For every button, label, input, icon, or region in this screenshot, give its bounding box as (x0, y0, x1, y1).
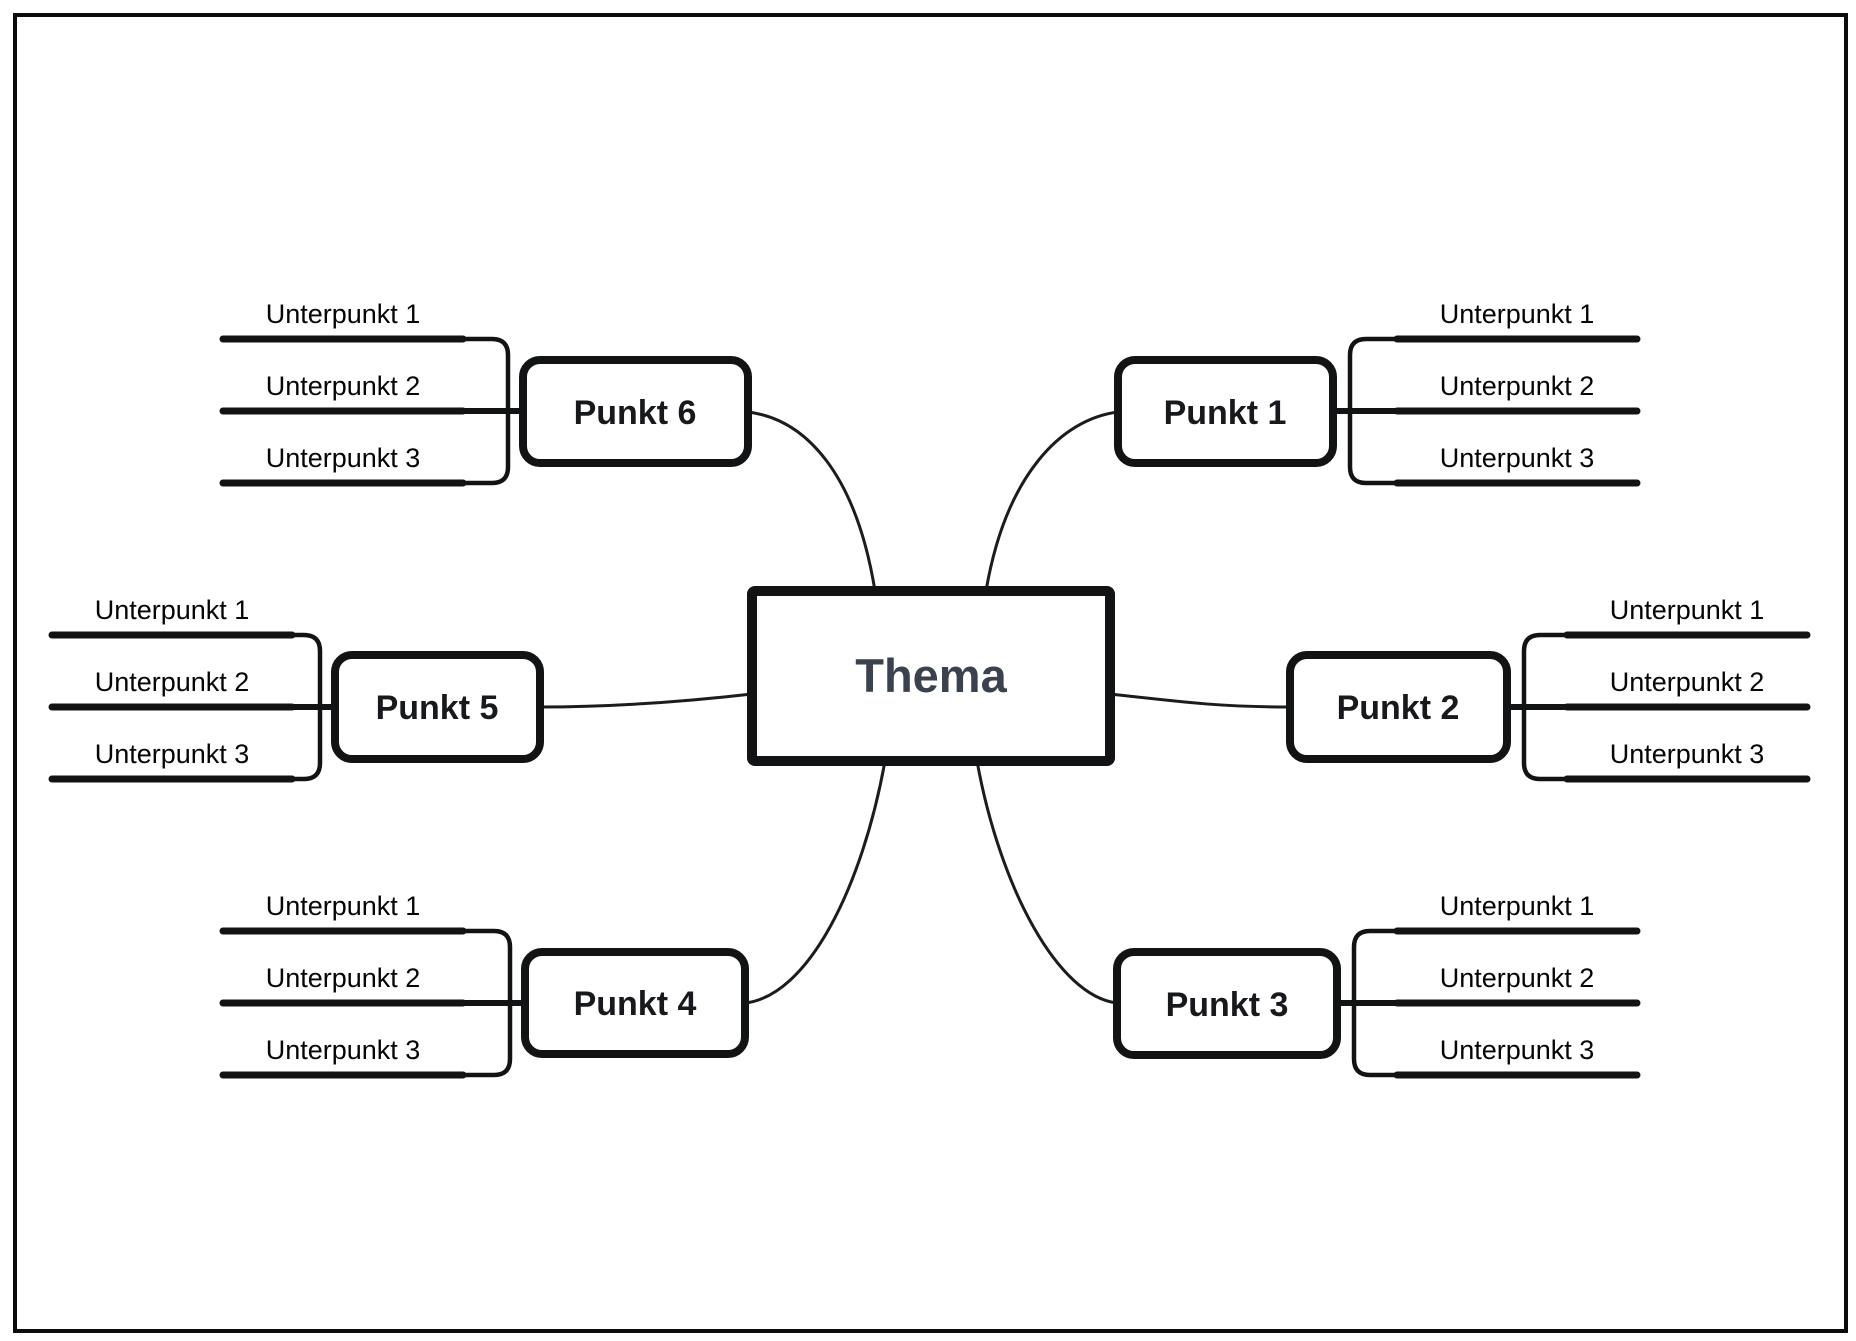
node-box-punkt-2[interactable] (1286, 651, 1511, 763)
central-topic-label: Thema (855, 649, 1007, 702)
subpoint-label[interactable]: Unterpunkt 3 (95, 739, 250, 769)
central-topic-box[interactable] (747, 586, 1115, 766)
node-label-punkt-3: Punkt 3 (1166, 986, 1289, 1024)
subpoint-label[interactable]: Unterpunkt 1 (1610, 595, 1765, 625)
connector-curve-punkt-2 (1109, 692, 1291, 709)
branch-punkt-1: Unterpunkt 1 Unterpunkt 2 Unterpunkt 3 P… (1114, 299, 1641, 487)
connector-curve-punkt-3 (975, 760, 1118, 1005)
node-label-punkt-2: Punkt 2 (1337, 689, 1460, 727)
connectors (539, 410, 1291, 1005)
subpoint-label[interactable]: Unterpunkt 3 (266, 443, 421, 473)
subpoint-label[interactable]: Unterpunkt 3 (266, 1035, 421, 1065)
subpoint-label[interactable]: Unterpunkt 2 (95, 667, 250, 697)
central-topic: Thema (747, 586, 1115, 766)
subpoint-label[interactable]: Unterpunkt 3 (1440, 1035, 1595, 1065)
subpoint-label[interactable]: Unterpunkt 2 (1440, 371, 1595, 401)
node-box-punkt-1[interactable] (1114, 356, 1337, 467)
subpoint-label[interactable]: Unterpunkt 3 (1440, 443, 1595, 473)
subpoint-label[interactable]: Unterpunkt 1 (95, 595, 250, 625)
connector-curve-punkt-6 (747, 410, 877, 592)
connector-curve-punkt-5 (539, 692, 753, 709)
subpoint-label[interactable]: Unterpunkt 2 (1610, 667, 1765, 697)
branch-punkt-5: Unterpunkt 1 Unterpunkt 2 Unterpunkt 3 P… (48, 595, 544, 783)
subpoint-label[interactable]: Unterpunkt 2 (266, 371, 421, 401)
node-label-punkt-5: Punkt 5 (376, 689, 499, 727)
node-box-punkt-6[interactable] (519, 356, 752, 467)
node-box-punkt-5[interactable] (331, 651, 544, 763)
connector-curve-punkt-1 (984, 410, 1119, 592)
subpoint-label[interactable]: Unterpunkt 2 (1440, 963, 1595, 993)
subpoint-label[interactable]: Unterpunkt 1 (1440, 299, 1595, 329)
node-box-punkt-4[interactable] (521, 948, 749, 1058)
subpoint-label[interactable]: Unterpunkt 2 (266, 963, 421, 993)
branch-punkt-3: Unterpunkt 1 Unterpunkt 2 Unterpunkt 3 P… (1113, 891, 1641, 1079)
branch-punkt-6: Unterpunkt 1 Unterpunkt 2 Unterpunkt 3 P… (219, 299, 752, 487)
node-label-punkt-1: Punkt 1 (1164, 394, 1287, 432)
subpoint-label[interactable]: Unterpunkt 1 (1440, 891, 1595, 921)
node-label-punkt-6: Punkt 6 (574, 394, 697, 432)
node-box-punkt-3[interactable] (1113, 948, 1341, 1059)
subpoint-label[interactable]: Unterpunkt 1 (266, 299, 421, 329)
connector-curve-punkt-4 (744, 760, 887, 1005)
subpoint-label[interactable]: Unterpunkt 3 (1610, 739, 1765, 769)
subpoint-label[interactable]: Unterpunkt 1 (266, 891, 421, 921)
branch-punkt-2: Unterpunkt 1 Unterpunkt 2 Unterpunkt 3 P… (1286, 595, 1811, 783)
node-label-punkt-4: Punkt 4 (574, 985, 697, 1023)
branch-punkt-4: Unterpunkt 1 Unterpunkt 2 Unterpunkt 3 P… (219, 891, 749, 1079)
